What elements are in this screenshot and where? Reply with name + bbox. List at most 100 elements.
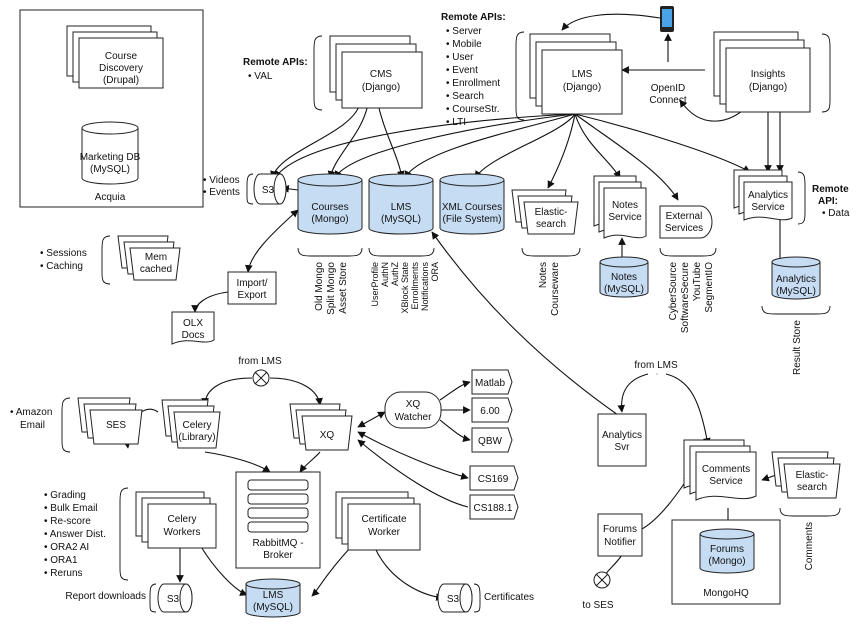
svg-text:Watcher: Watcher bbox=[395, 412, 433, 423]
svg-text:from LMS: from LMS bbox=[238, 356, 282, 367]
acquia-label: Acquia bbox=[95, 192, 126, 203]
svg-text:Courseware: Courseware bbox=[550, 262, 561, 316]
comments-service-group: Comments Service bbox=[683, 439, 757, 501]
certificate-worker-group: Certificate Worker bbox=[335, 491, 421, 551]
celery-workers-group: • Grading • Bulk Email • Re-score • Answ… bbox=[44, 487, 217, 581]
svg-text:External: External bbox=[666, 211, 703, 222]
svg-text:QBW: QBW bbox=[478, 436, 502, 447]
svg-text:Remote: Remote bbox=[812, 184, 849, 195]
grader-600 bbox=[471, 397, 513, 423]
svg-text:CyberSource: CyberSource bbox=[668, 262, 679, 321]
notes-service-shape bbox=[603, 187, 647, 239]
cms-box bbox=[341, 51, 423, 109]
xq-group: XQ bbox=[289, 403, 353, 451]
rabbitmq-group: RabbitMQ - Broker bbox=[235, 471, 321, 569]
svg-text:cached: cached bbox=[140, 264, 172, 275]
grader-qbw bbox=[471, 427, 513, 453]
courses-mongo-line1: Courses bbox=[311, 202, 348, 213]
svg-text:Notifier: Notifier bbox=[604, 537, 636, 548]
svg-text:YouTube: YouTube bbox=[692, 262, 703, 302]
memcached-group: • Sessions • Caching Mem cached bbox=[40, 235, 181, 285]
svg-text:to SES: to SES bbox=[582, 600, 613, 611]
svg-text:Report downloads: Report downloads bbox=[65, 591, 146, 602]
svg-text:S3: S3 bbox=[167, 594, 180, 605]
course-discovery-line2: Discovery bbox=[99, 63, 143, 74]
svg-text:S3: S3 bbox=[447, 594, 460, 605]
cms-group: CMS (Django) Remote APIs: • VAL bbox=[243, 35, 423, 111]
svg-text:• Enrollment: • Enrollment bbox=[446, 78, 500, 89]
svg-text:CS169: CS169 bbox=[478, 474, 509, 485]
s3-reports-group: Report downloads S3 bbox=[65, 583, 193, 613]
svg-text:Email: Email bbox=[20, 420, 45, 431]
external-services-group: External Services CyberSource SoftwareSe… bbox=[659, 205, 717, 333]
svg-text:• LTI: • LTI bbox=[446, 117, 466, 128]
svg-text:from LMS: from LMS bbox=[634, 360, 678, 371]
insights-line2: (Django) bbox=[749, 82, 787, 93]
svg-text:Analytics: Analytics bbox=[776, 274, 816, 285]
svg-text:• Server: • Server bbox=[446, 26, 482, 37]
from-lms-left: from LMS bbox=[238, 356, 282, 387]
svg-text:Broker: Broker bbox=[263, 550, 293, 561]
svg-text:search: search bbox=[797, 482, 827, 493]
celery-library-group: Celery (Library) bbox=[161, 399, 221, 449]
svg-text:Export: Export bbox=[238, 290, 267, 301]
marketing-db-line1: Marketing DB bbox=[80, 152, 141, 163]
svg-text:AuthZ: AuthZ bbox=[390, 262, 400, 287]
svg-text:API:: API: bbox=[818, 196, 838, 207]
xml-courses-group: XML Courses (File System) bbox=[439, 173, 505, 235]
svg-text:Notifications: Notifications bbox=[420, 262, 430, 312]
svg-text:MongoHQ: MongoHQ bbox=[703, 588, 749, 599]
svg-text:Svr: Svr bbox=[615, 442, 631, 453]
svg-text:Workers: Workers bbox=[163, 527, 200, 538]
svg-text:Analytics: Analytics bbox=[748, 190, 788, 201]
lms-line2: (Django) bbox=[563, 82, 601, 93]
svg-text:Comments: Comments bbox=[702, 464, 750, 475]
svg-text:Service: Service bbox=[751, 202, 785, 213]
elastic-bottom-group: Elastic- search Comments bbox=[771, 451, 841, 570]
lms-mysql-cylinder bbox=[368, 180, 434, 235]
xml-courses-line1: XML Courses bbox=[442, 202, 502, 213]
s3-videos-label: S3 bbox=[262, 185, 275, 196]
lms-mysql-line2: (MySQL) bbox=[381, 214, 421, 225]
svg-text:LMS: LMS bbox=[263, 590, 284, 601]
course-discovery-line1: Course bbox=[105, 51, 138, 62]
svg-text:AuthN: AuthN bbox=[380, 262, 390, 287]
openid-line1: OpenID bbox=[651, 83, 685, 94]
import-export-box bbox=[227, 271, 277, 305]
svg-text:(Library): (Library) bbox=[178, 432, 215, 443]
svg-text:Notes: Notes bbox=[612, 200, 638, 211]
celery-library-shape bbox=[173, 411, 221, 449]
svg-text:Service: Service bbox=[709, 476, 743, 487]
xml-courses-line2: (File System) bbox=[443, 214, 502, 225]
cms-line1: CMS bbox=[370, 69, 393, 80]
svg-text:RabbitMQ -: RabbitMQ - bbox=[252, 538, 303, 549]
xml-courses-cylinder bbox=[439, 180, 505, 235]
svg-text:Mem: Mem bbox=[145, 252, 167, 263]
analytics-service-shape bbox=[743, 181, 793, 221]
svg-text:Forums: Forums bbox=[603, 524, 637, 535]
svg-text:Enrollments: Enrollments bbox=[410, 262, 420, 310]
notes-mysql-cylinder bbox=[599, 262, 649, 298]
svg-text:• Reruns: • Reruns bbox=[44, 568, 83, 579]
svg-text:Notes: Notes bbox=[611, 272, 637, 283]
lms-mysql-line1: LMS bbox=[391, 202, 412, 213]
svg-text:• Events: • Events bbox=[203, 187, 240, 198]
lms-remote-list: • Server • Mobile • User • Event • Enrol… bbox=[446, 26, 500, 128]
insights-group: Insights (Django) bbox=[713, 31, 831, 113]
svg-text:Matlab: Matlab bbox=[475, 378, 505, 389]
svg-text:• Amazon: • Amazon bbox=[10, 407, 52, 418]
svg-text:OLX: OLX bbox=[183, 318, 203, 329]
svg-text:Elastic-: Elastic- bbox=[796, 470, 829, 481]
svg-text:Certificate: Certificate bbox=[361, 514, 406, 525]
external-services-shape bbox=[659, 205, 713, 239]
svg-text:• ORA2 AI: • ORA2 AI bbox=[44, 542, 89, 553]
elastic-top-group: Elastic- search Notes Courseware bbox=[511, 189, 581, 316]
mobile-phone-icon bbox=[660, 6, 674, 32]
course-discovery-line3: (Drupal) bbox=[103, 75, 139, 86]
svg-text:Asset Store: Asset Store bbox=[338, 262, 349, 314]
mongohq-group: Forums (Mongo) MongoHQ bbox=[671, 519, 781, 605]
lms-mysql-bottom-group: LMS (MySQL) bbox=[245, 578, 301, 618]
cms-remote-title: Remote APIs: bbox=[243, 57, 308, 68]
svg-text:XQ: XQ bbox=[406, 399, 421, 410]
